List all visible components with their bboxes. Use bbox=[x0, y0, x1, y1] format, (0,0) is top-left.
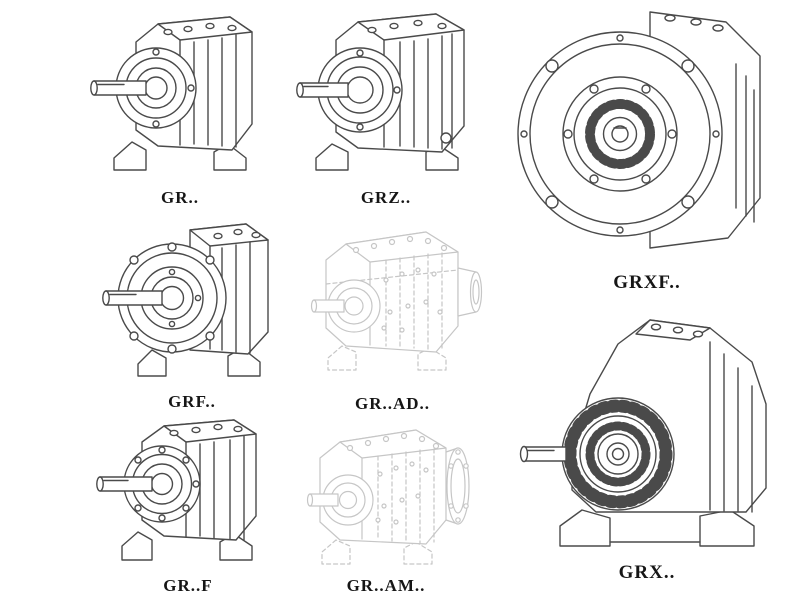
top-cap bbox=[357, 13, 465, 41]
gearbox-figure-gr-am: GR..AM.. bbox=[288, 408, 484, 596]
gearbox-drawing-grz bbox=[296, 13, 465, 171]
gearbox-label-grz: GRZ.. bbox=[360, 188, 412, 207]
foot-right bbox=[417, 347, 447, 371]
gearbox-drawing-gr-am bbox=[306, 429, 470, 565]
bolt-icon bbox=[205, 22, 215, 30]
gear-ring bbox=[585, 421, 651, 487]
grx-art bbox=[519, 319, 767, 547]
flange-hole bbox=[205, 255, 215, 265]
gear-ring bbox=[585, 99, 655, 169]
bolt-icon bbox=[690, 18, 702, 26]
gr-am-art bbox=[306, 429, 470, 565]
bolt-icon bbox=[389, 22, 399, 30]
shaft bbox=[299, 82, 349, 98]
gearbox-drawing-gr bbox=[90, 16, 253, 171]
gearbox-drawing-grf bbox=[102, 223, 269, 377]
foot-left bbox=[327, 345, 357, 371]
gearbox-figure-gr: GR.. bbox=[80, 4, 280, 208]
gearbox-drawing-grxf bbox=[517, 11, 761, 249]
flange-hole bbox=[681, 195, 695, 209]
bolt-icon bbox=[672, 326, 684, 334]
shaft bbox=[309, 493, 339, 507]
gearbox-drawing-grx bbox=[519, 319, 767, 547]
flange-hole bbox=[205, 331, 215, 341]
gearbox-drawing-gr-f bbox=[96, 419, 257, 561]
gearbox-label-gr-f: GR..F bbox=[163, 576, 213, 595]
gearbox-label-gr-am: GR..AM.. bbox=[346, 576, 426, 595]
bolt-icon bbox=[413, 19, 423, 27]
flange-hole bbox=[167, 242, 177, 252]
gearbox-drawing-gr-ad bbox=[310, 231, 483, 371]
gearbox-label-gr-ad: GR..AD.. bbox=[354, 394, 431, 413]
bolt-icon bbox=[664, 14, 676, 22]
bolt-icon bbox=[233, 228, 243, 236]
bolt-icon bbox=[692, 330, 704, 338]
gearbox-figure-grx: GRX.. bbox=[498, 306, 796, 584]
foot-left bbox=[113, 141, 147, 171]
gearbox-figure-gr-ad: GR..AD.. bbox=[290, 208, 495, 414]
gearbox-label-grx: GRX.. bbox=[618, 562, 676, 583]
bolt-icon bbox=[191, 426, 201, 434]
foot-right bbox=[227, 347, 261, 377]
bolt-icon bbox=[213, 232, 223, 240]
shaft bbox=[313, 299, 345, 313]
grxf-art bbox=[517, 11, 761, 249]
gearbox-figure-grxf: GRXF.. bbox=[502, 2, 792, 294]
bolt-icon bbox=[163, 28, 173, 36]
shaft bbox=[93, 80, 147, 96]
flange-hole bbox=[681, 59, 695, 73]
foot-right bbox=[213, 143, 247, 171]
bolt-icon bbox=[712, 24, 724, 32]
foot-left bbox=[121, 531, 153, 561]
foot-left bbox=[559, 509, 611, 547]
gearbox-label-grxf: GRXF.. bbox=[613, 272, 681, 293]
grf-art bbox=[102, 223, 269, 377]
bolt-icon bbox=[233, 425, 243, 433]
flange-hole bbox=[545, 59, 559, 73]
foot-left bbox=[137, 349, 167, 377]
bolt-icon bbox=[227, 24, 237, 32]
top-cap bbox=[163, 419, 257, 443]
foot-left bbox=[321, 539, 351, 565]
gearbox-figure-gr-f: GR..F bbox=[88, 412, 288, 596]
gearbox-label-grf: GRF.. bbox=[168, 392, 216, 411]
gr-ad-art bbox=[310, 231, 483, 371]
bolt-icon bbox=[437, 22, 447, 30]
flange-hole bbox=[129, 331, 139, 341]
shaft bbox=[99, 476, 153, 492]
gearbox-label-gr: GR.. bbox=[161, 188, 199, 207]
flange-hole bbox=[167, 344, 177, 354]
gearbox-figure-grz: GRZ.. bbox=[288, 4, 484, 208]
foot-right bbox=[699, 509, 755, 547]
bolt-icon bbox=[367, 26, 377, 34]
flange-hole bbox=[545, 195, 559, 209]
grz-art bbox=[296, 13, 465, 171]
bolt-icon bbox=[183, 25, 193, 33]
shaft bbox=[523, 446, 567, 462]
shaft bbox=[105, 290, 163, 306]
drain-plug bbox=[440, 132, 452, 144]
bolt-icon bbox=[169, 429, 179, 437]
gr-art bbox=[90, 16, 253, 171]
top-cap bbox=[189, 223, 269, 247]
foot-left bbox=[315, 143, 349, 171]
rib-sunburst bbox=[563, 399, 673, 509]
gearbox-figure-grf: GRF.. bbox=[92, 212, 292, 412]
bolt-icon bbox=[251, 231, 261, 239]
bolt-icon bbox=[650, 323, 662, 331]
foot-right bbox=[403, 541, 433, 565]
foot-right bbox=[219, 533, 253, 561]
top-cap bbox=[157, 16, 253, 41]
bolt-icon bbox=[213, 423, 223, 431]
flange-hole bbox=[129, 255, 139, 265]
gr-f-art bbox=[96, 419, 257, 561]
